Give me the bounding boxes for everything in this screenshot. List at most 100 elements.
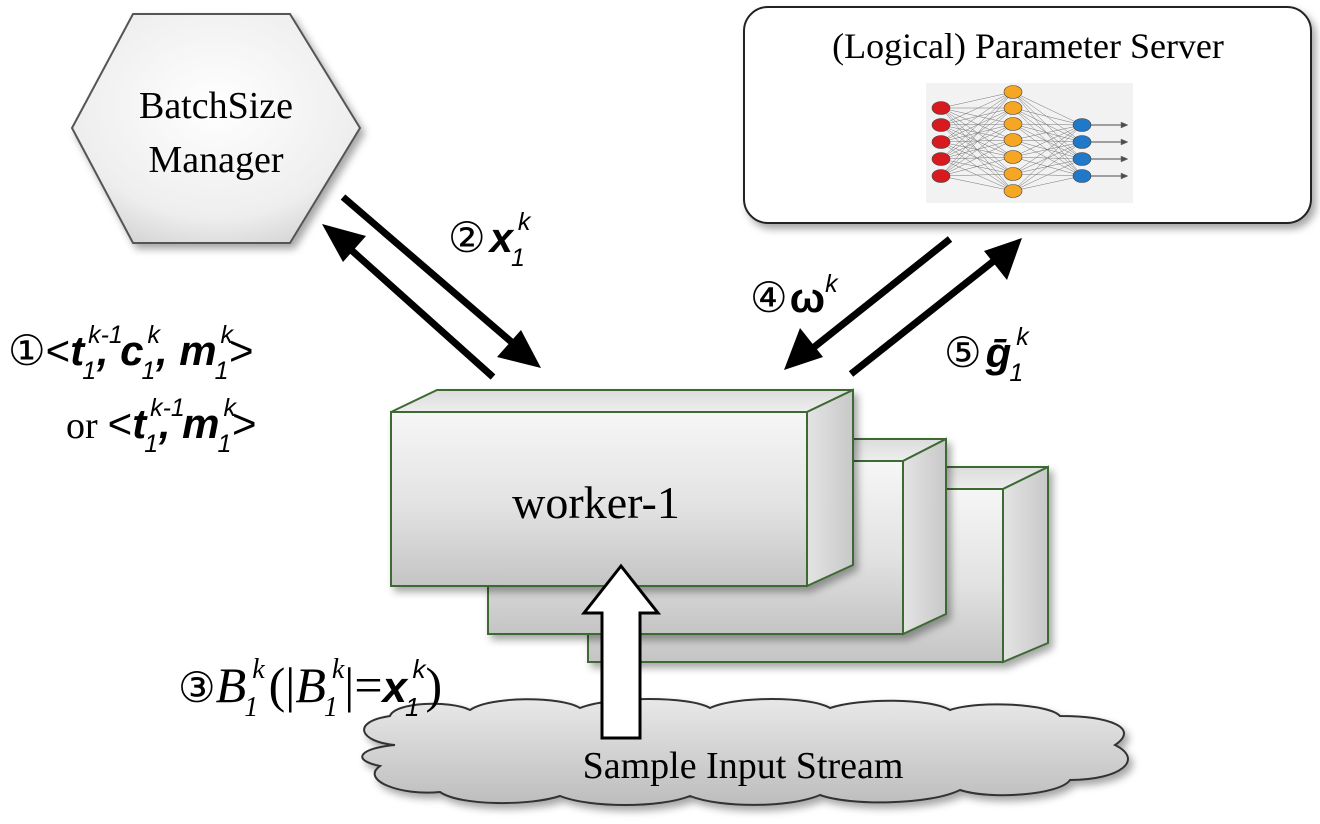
nn-edge — [940, 139, 1014, 160]
nn-edge — [940, 123, 1014, 177]
step2-number: ② — [448, 216, 486, 262]
step3-label: ③B1k(|B1k|=x1k) — [178, 654, 442, 723]
step4-number: ④ — [750, 276, 788, 322]
nn-edge — [1012, 107, 1083, 126]
nn-edge — [940, 107, 1014, 141]
nn-edge — [1012, 141, 1083, 192]
batchsize-manager-label-line1: BatchSize — [139, 85, 293, 127]
nn-edge — [940, 139, 1014, 143]
nn-edge — [940, 91, 1014, 177]
step3-number: ③ — [178, 666, 216, 712]
step1-t-sup: k-1 — [88, 321, 123, 349]
nn-edge — [1012, 158, 1083, 192]
step1-alt-t: t — [132, 400, 148, 447]
step1-m-sub: 1 — [215, 357, 229, 385]
sample-input-stream-cloud — [361, 698, 1129, 806]
step1-alt-m: m — [182, 400, 219, 447]
nn-edge — [940, 123, 1014, 143]
neural-network-icon — [926, 83, 1133, 203]
nn-edge — [940, 107, 1014, 177]
step5-g: ḡ — [985, 329, 1012, 376]
nn-output-node — [1072, 169, 1092, 183]
nn-hidden-node — [1003, 167, 1023, 181]
nn-input-node — [931, 169, 951, 183]
nn-edge — [940, 107, 1014, 125]
nn-edge — [940, 107, 1014, 143]
nn-hidden-node — [1003, 85, 1023, 99]
step1-alt-sep: , — [158, 400, 182, 447]
nn-input-node — [931, 118, 951, 132]
nn-output-node — [1072, 118, 1092, 132]
nn-edge — [1012, 123, 1083, 177]
step1-c: c — [120, 327, 143, 374]
step3-equals: = — [354, 657, 382, 713]
step1-m: m — [179, 327, 216, 374]
worker-stack — [390, 388, 1049, 664]
nn-edge — [1012, 91, 1083, 177]
step4-omega: ω — [790, 274, 825, 321]
nn-edge — [1012, 107, 1083, 160]
step1-alt-label: or<t1k-1, m1k> — [66, 394, 256, 458]
step5-sub: 1 — [1009, 359, 1023, 387]
input-stream-arrow — [580, 563, 662, 740]
step3-B2-sub: 1 — [324, 692, 338, 723]
step1-alt-t-sup: k-1 — [150, 394, 185, 422]
step5-number: ⑤ — [944, 331, 982, 377]
nn-edge — [940, 156, 1014, 177]
step1-or: or — [66, 405, 98, 447]
nn-edge — [940, 91, 1014, 109]
parameter-server-title: (Logical) Parameter Server — [832, 26, 1224, 66]
step2-x-sub: 1 — [511, 244, 525, 272]
step5-label: ⑤ḡ1 k — [944, 323, 1030, 387]
nn-edge — [1012, 124, 1083, 175]
step3-B2: B — [295, 657, 326, 713]
nn-edge — [940, 124, 1014, 141]
step3-x: x — [381, 663, 409, 712]
nn-edge — [1012, 123, 1083, 143]
batchsize-manager-node — [70, 13, 362, 244]
nn-output-arrowhead — [1120, 172, 1129, 180]
nn-edge — [1012, 91, 1083, 160]
step1-open: < — [46, 327, 71, 374]
step2-x: x — [488, 214, 515, 261]
nn-output-arrowhead — [1120, 138, 1129, 146]
step1-m-sup: k — [221, 321, 235, 349]
nn-output-node — [1072, 152, 1092, 166]
nn-hidden-node — [1003, 150, 1023, 164]
worker-label: worker-1 — [512, 477, 680, 528]
step1-alt-m-sub: 1 — [218, 430, 232, 458]
nn-edge — [940, 91, 1014, 126]
nn-edge — [1012, 91, 1083, 126]
nn-hidden-node — [1003, 101, 1023, 115]
nn-hidden-node — [1003, 117, 1023, 131]
arrow-worker-to-manager — [322, 224, 496, 380]
step5-sup: k — [1016, 323, 1030, 351]
nn-edge — [1012, 124, 1083, 158]
nn-edge — [940, 91, 1014, 160]
nn-edge — [940, 123, 1014, 126]
nn-output-arrowhead — [1120, 121, 1129, 129]
step3-B2-sup: k — [332, 654, 345, 685]
step3-x-sub: 1 — [405, 692, 419, 722]
nn-edge — [1012, 91, 1083, 143]
step1-alt-t-sub: 1 — [144, 430, 158, 458]
step1-close: > — [229, 327, 254, 374]
step2-label: ②x1k — [448, 208, 532, 272]
step4-sup: k — [825, 270, 839, 298]
nn-edge — [940, 107, 1014, 160]
step3-abs-close: | — [344, 657, 354, 713]
nn-edge — [940, 91, 1014, 143]
step3-B-sup: k — [252, 654, 265, 685]
nn-input-node — [931, 135, 951, 149]
step1-alt-m-sup: k — [223, 394, 237, 422]
arrow-worker-to-server — [848, 238, 1022, 377]
worker-box-1 — [390, 388, 854, 588]
nn-input-node — [931, 152, 951, 166]
nn-edge — [1012, 123, 1083, 126]
step1-c-sub: 1 — [142, 357, 156, 385]
step1-number: ① — [8, 329, 46, 375]
batchsize-manager-label-line2: Manager — [148, 139, 283, 181]
nn-edge — [1012, 175, 1083, 192]
sample-input-stream-label: Sample Input Stream — [583, 745, 904, 787]
